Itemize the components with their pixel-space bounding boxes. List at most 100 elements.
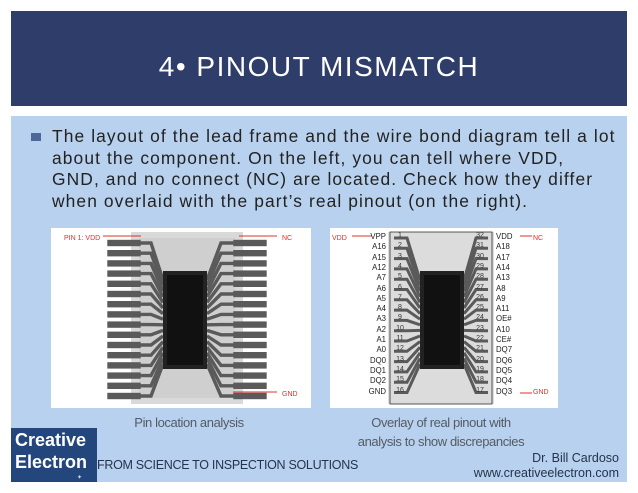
pin-number-left: 1 xyxy=(398,232,402,239)
lead-trace xyxy=(462,352,488,374)
pin-name-left: DQ0 xyxy=(369,355,386,365)
pin-number-left: 16 xyxy=(396,386,404,394)
lead-trace xyxy=(394,236,422,281)
lead-trace xyxy=(205,292,235,310)
logo-text-line2: Electron xyxy=(15,452,88,472)
pin-name-left: A12 xyxy=(372,262,386,272)
lead-trace xyxy=(463,340,488,353)
logo-dots-icon: ✦ xyxy=(77,475,83,481)
lead-trace xyxy=(205,261,235,292)
lead-pin xyxy=(233,341,267,349)
pin-name-left: A7 xyxy=(376,273,386,283)
lead-trace xyxy=(139,292,165,310)
lead-frame-drawing xyxy=(103,232,277,404)
lead-pin xyxy=(233,290,267,298)
pin-name-right: A18 xyxy=(496,242,510,252)
lead-pin xyxy=(107,260,141,267)
lead-trace xyxy=(205,363,235,398)
pin-name-left: DQ2 xyxy=(369,376,386,386)
caption-left: Pin location analysis xyxy=(134,415,244,430)
pin-number-left: 10 xyxy=(396,324,404,332)
pin-number-right: 29 xyxy=(476,262,484,270)
pin-name-left: A3 xyxy=(376,314,386,324)
slide-title: 4• PINOUT MISMATCH xyxy=(158,51,480,82)
lead-trace xyxy=(206,334,235,347)
pin-number-left: 4 xyxy=(398,262,402,270)
lead-trace xyxy=(462,363,488,394)
lead-trace xyxy=(139,251,165,287)
lead-trace xyxy=(205,251,235,287)
pin-number-right: 27 xyxy=(476,283,484,291)
pin-number-left: 11 xyxy=(396,335,404,342)
author-name: Dr. Bill Cardoso xyxy=(532,451,619,465)
pin-name-right: A13 xyxy=(496,273,510,283)
pin-number-right: 30 xyxy=(476,252,484,260)
pin-number-right: 28 xyxy=(476,273,484,281)
website-url: www.creativeelectron.com xyxy=(473,466,619,480)
pin-number-left: 3 xyxy=(398,252,402,260)
lead-trace xyxy=(139,363,165,398)
pin-number-left: 8 xyxy=(398,304,402,312)
nc-label-right: NC xyxy=(533,235,544,242)
lead-trace xyxy=(394,346,422,364)
lead-pin xyxy=(233,270,267,277)
lead-pin xyxy=(233,260,267,267)
pin-number-right: 25 xyxy=(476,304,484,312)
gnd-label-right: GND xyxy=(533,389,549,396)
logo-text-line1: Creative xyxy=(15,430,87,450)
pin-name-right: A8 xyxy=(496,283,506,293)
lead-pin xyxy=(107,250,141,257)
lead-trace xyxy=(394,288,422,309)
pin-name-right: A9 xyxy=(496,293,506,303)
pin-number-right: 19 xyxy=(476,365,484,373)
lead-pin xyxy=(107,382,141,390)
lead-trace xyxy=(139,352,165,378)
pin-name-right: A10 xyxy=(496,324,510,334)
lead-pin xyxy=(107,372,141,379)
bullet-marker-icon xyxy=(31,133,41,141)
pin-number-right: 23 xyxy=(476,324,484,332)
lead-trace xyxy=(394,351,422,374)
lead-trace xyxy=(462,346,488,364)
lead-trace xyxy=(462,257,488,292)
lead-trace xyxy=(462,357,488,384)
lead-trace xyxy=(394,298,422,315)
lead-pin xyxy=(233,300,267,308)
pin-number-right: 20 xyxy=(476,355,484,363)
pin-number-left: 13 xyxy=(396,355,404,363)
lead-trace xyxy=(205,271,235,298)
pin-number-right: 32 xyxy=(476,232,484,239)
lead-pin xyxy=(233,392,267,400)
lead-trace xyxy=(139,357,165,388)
pin-name-right: DQ4 xyxy=(496,376,513,386)
lead-trace xyxy=(205,241,235,281)
bullet-text: The layout of the lead frame and the wir… xyxy=(52,126,616,211)
pinout-overlay-drawing xyxy=(352,231,532,405)
lead-trace xyxy=(394,363,422,394)
lead-trace xyxy=(462,246,488,287)
lead-trace xyxy=(139,328,164,337)
pin-name-right: DQ3 xyxy=(496,386,513,396)
pin-name-right: DQ5 xyxy=(496,365,513,375)
pin-number-left: 5 xyxy=(398,273,402,281)
lead-pin xyxy=(233,372,267,379)
lead-pin xyxy=(233,321,267,328)
lead-trace xyxy=(206,328,235,337)
pin-number-right: 22 xyxy=(476,335,484,342)
lead-pin xyxy=(107,311,141,318)
lead-trace xyxy=(205,340,235,357)
lead-pin xyxy=(107,321,141,328)
pin-number-left: 12 xyxy=(396,345,404,353)
caption-right: Overlay of real pinout with analysis to … xyxy=(331,413,551,451)
lead-pin xyxy=(233,250,267,257)
pin-number-right: 18 xyxy=(476,376,484,384)
pin-name-left: A0 xyxy=(376,345,386,355)
lead-pin xyxy=(107,331,141,339)
pin-name-right: DQ6 xyxy=(496,355,513,365)
lead-trace xyxy=(139,241,165,281)
lead-trace xyxy=(139,261,165,292)
lead-trace xyxy=(139,312,164,321)
lead-trace xyxy=(463,334,488,343)
lead-pin xyxy=(107,300,141,308)
